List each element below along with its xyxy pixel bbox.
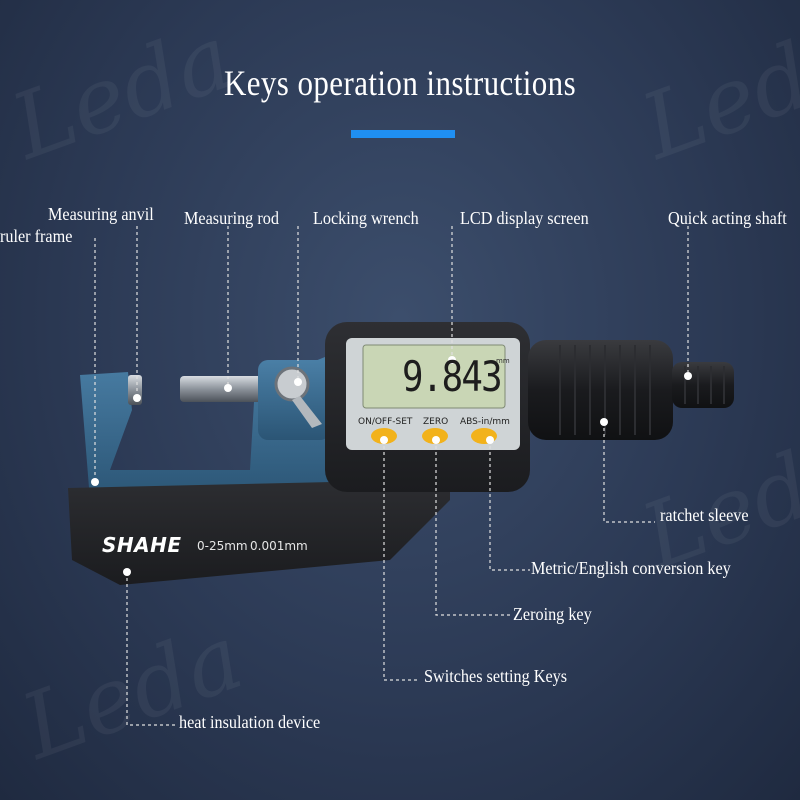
lcd-reading: 9.843 <box>402 352 503 401</box>
label-zeroing-key: Zeroing key <box>513 604 592 624</box>
title-underline <box>351 130 455 138</box>
page-title: Keys operation instructions <box>223 63 577 103</box>
label-switches-setting-keys: Switches setting Keys <box>424 666 568 686</box>
key-label-zero: ZERO <box>423 417 449 427</box>
measuring-rod-shape <box>180 376 262 402</box>
range-spec: 0-25mm <box>197 539 248 553</box>
locking-wrench-shape <box>274 366 310 402</box>
label-lcd-display-screen: LCD display screen <box>460 208 589 228</box>
lcd-unit: mm <box>496 357 510 365</box>
ratchet-sleeve-shape <box>528 340 673 440</box>
label-metric-english-key: Metric/English conversion key <box>531 558 731 578</box>
heat-insulation-body <box>68 470 450 585</box>
label-ruler-frame: ruler frame <box>0 226 73 246</box>
label-measuring-anvil: Measuring anvil <box>48 204 154 224</box>
label-quick-acting-shaft: Quick acting shaft <box>668 208 787 228</box>
zero-key <box>422 428 448 444</box>
label-measuring-rod: Measuring rod <box>184 208 279 228</box>
label-locking-wrench: Locking wrench <box>313 208 419 228</box>
label-ratchet-sleeve: ratchet sleeve <box>660 505 749 525</box>
key-label-on-off-set: ON/OFF-SET <box>358 417 413 427</box>
key-label-abs-in-mm: ABS-in/mm <box>460 417 510 427</box>
lcd-screen <box>362 344 506 409</box>
resolution-spec: 0.001mm <box>250 539 308 553</box>
brand-logo-text: SHAHE <box>102 533 182 557</box>
label-heat-insulation-device: heat insulation device <box>179 712 321 732</box>
